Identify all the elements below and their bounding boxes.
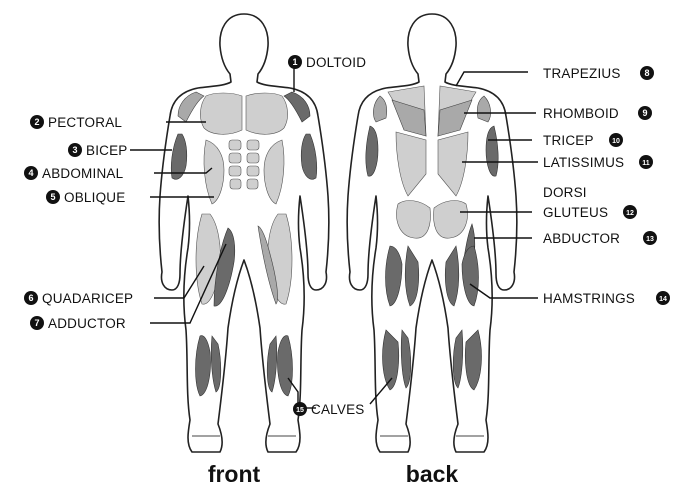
svg-text:7: 7 (34, 318, 39, 328)
label-hamstrings: HAMSTRINGS (543, 291, 635, 306)
svg-text:6: 6 (28, 293, 33, 303)
label-latissimus: LATISSIMUS (543, 155, 624, 170)
label-abductor: ABDUCTOR (543, 231, 620, 246)
svg-text:1: 1 (292, 57, 297, 67)
badge-2: 2 (30, 115, 44, 129)
badge-10: 10 (609, 133, 623, 147)
badge-9: 9 (638, 106, 652, 120)
svg-text:4: 4 (28, 168, 33, 178)
label-bicep: BICEP (86, 143, 128, 158)
label-pectoral: PECTORAL (48, 115, 122, 130)
back-body-outline (347, 14, 517, 452)
front-pectoral-left (200, 93, 242, 134)
svg-text:5: 5 (50, 192, 55, 202)
label-oblique: OBLIQUE (64, 190, 125, 205)
label-trapezius: TRAPEZIUS (543, 66, 621, 81)
caption-back: back (406, 461, 459, 487)
front-body-outline (159, 14, 329, 452)
badge-8: 8 (640, 66, 654, 80)
badge-3: 3 (68, 143, 82, 157)
front-pectoral-right (246, 93, 288, 134)
svg-text:15: 15 (296, 407, 304, 414)
label-dorsi: DORSI (543, 185, 587, 200)
label-adductor: ADDUCTOR (48, 316, 126, 331)
label-abdominal: ABDOMINAL (42, 166, 124, 181)
badge-14: 14 (656, 291, 670, 305)
svg-text:8: 8 (644, 68, 649, 78)
front-figure (159, 14, 329, 452)
svg-text:10: 10 (612, 138, 620, 145)
caption-front: front (208, 461, 261, 487)
label-doltoid: DOLTOID (306, 55, 366, 70)
label-calves: CALVES (311, 402, 364, 417)
svg-text:9: 9 (642, 108, 647, 118)
label-texts: DOLTOID PECTORAL BICEP ABDOMINAL OBLIQUE… (42, 55, 635, 417)
label-gluteus: GLUTEUS (543, 205, 608, 220)
badge-7: 7 (30, 316, 44, 330)
svg-text:12: 12 (626, 210, 634, 217)
badge-6: 6 (24, 291, 38, 305)
svg-text:14: 14 (659, 296, 667, 303)
badge-5: 5 (46, 190, 60, 204)
badge-11: 11 (639, 155, 653, 169)
svg-text:13: 13 (646, 236, 654, 243)
svg-text:11: 11 (642, 160, 650, 167)
badge-4: 4 (24, 166, 38, 180)
svg-text:2: 2 (34, 117, 39, 127)
badge-12: 12 (623, 205, 637, 219)
label-rhomboid: RHOMBOID (543, 106, 619, 121)
badge-13: 13 (643, 231, 657, 245)
badge-1: 1 (288, 55, 302, 69)
back-figure (347, 14, 517, 452)
label-quadaricep: QUADARICEP (42, 291, 133, 306)
svg-text:3: 3 (72, 145, 77, 155)
badge-15: 15 (293, 402, 307, 416)
label-tricep: TRICEP (543, 133, 594, 148)
